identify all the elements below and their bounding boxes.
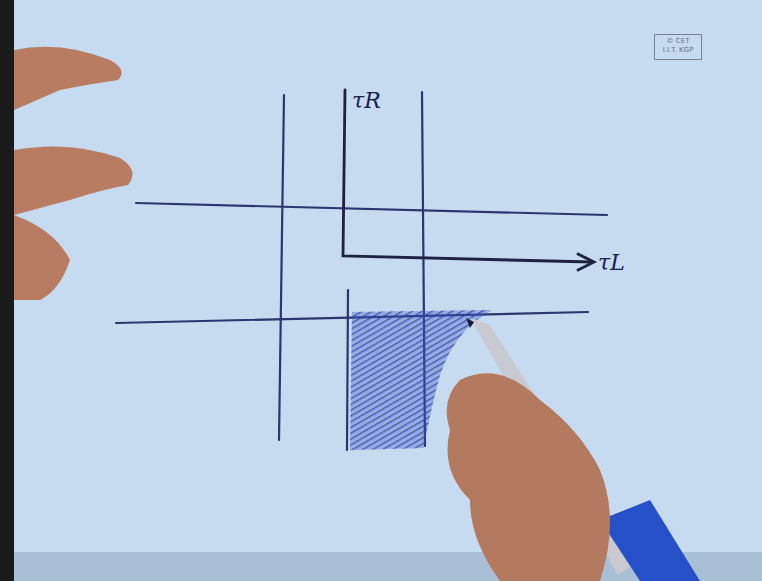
watermark-text: I.I.T. KGP xyxy=(656,46,700,54)
watermark-text: © CET xyxy=(656,37,700,45)
axis-label: τL xyxy=(598,250,625,275)
axis-label: τR xyxy=(352,88,381,113)
